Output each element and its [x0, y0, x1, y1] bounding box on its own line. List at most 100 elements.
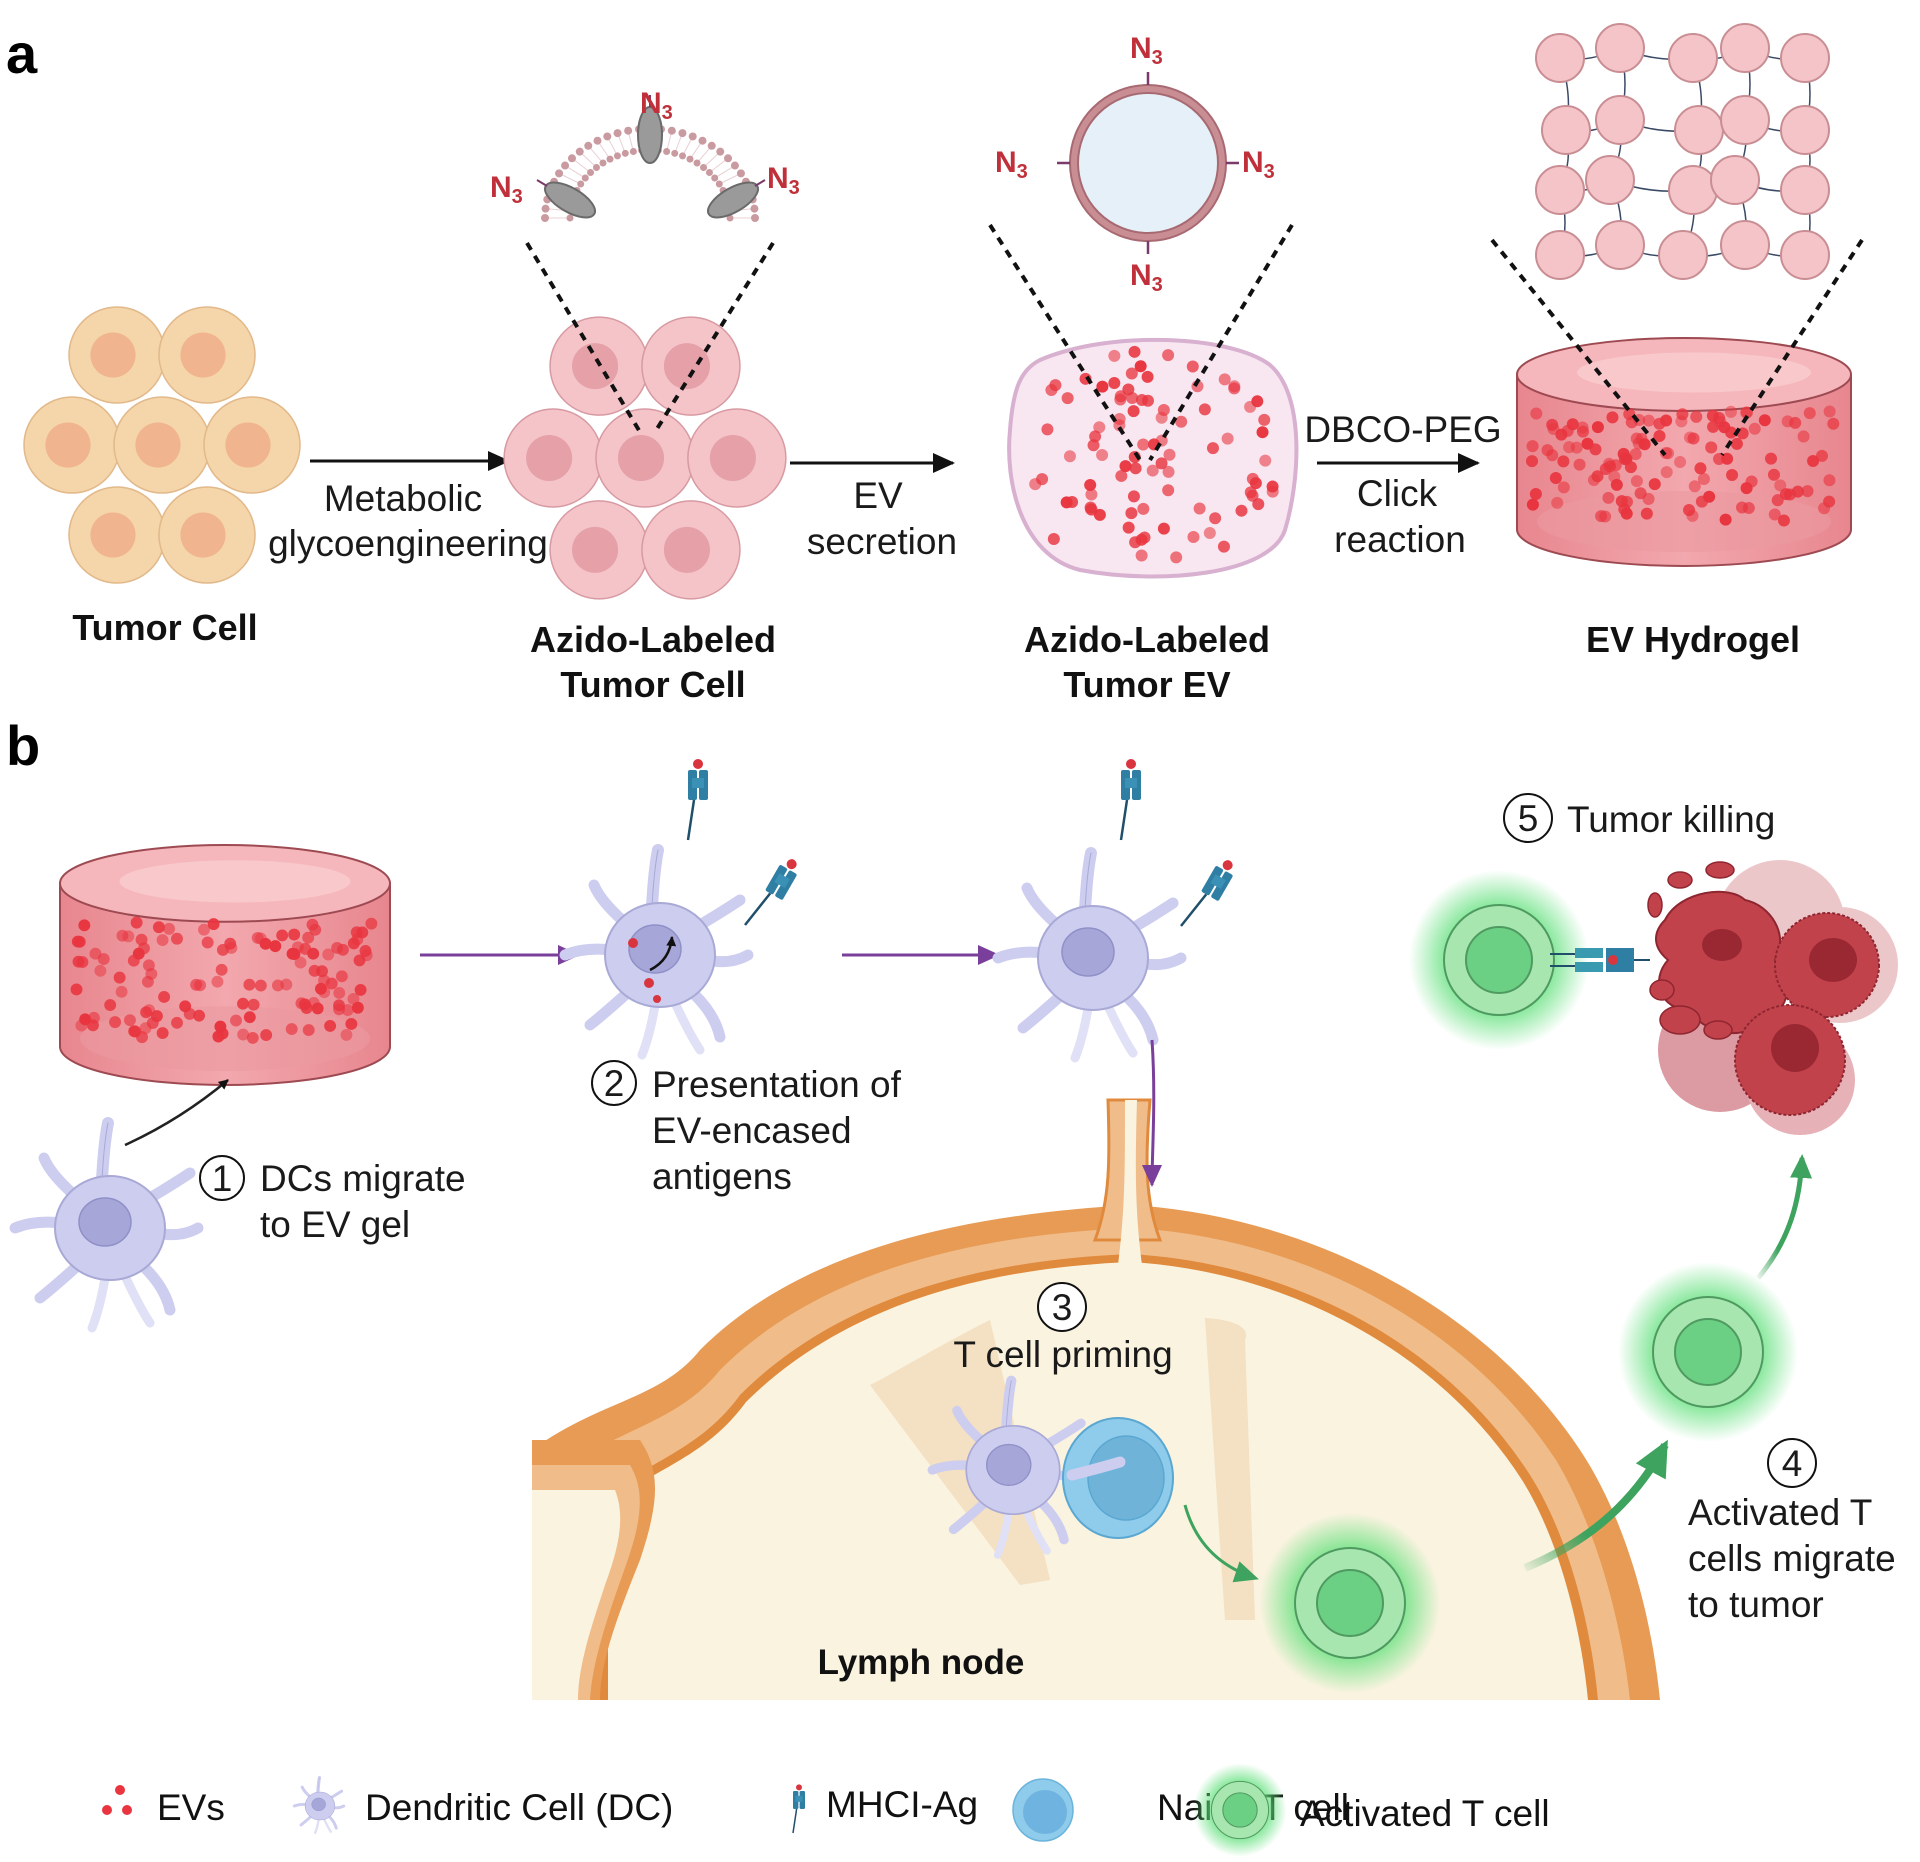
ev-particle [1036, 473, 1049, 486]
ev-particle [1608, 470, 1621, 483]
ev-particle [1049, 379, 1062, 392]
ev-particle [1781, 415, 1794, 428]
naive-t-cell-icon [1012, 1778, 1074, 1842]
ev-particle [1096, 380, 1109, 393]
ev-particle [1157, 522, 1170, 535]
ev-particle [1640, 507, 1653, 520]
ev-particle [1589, 443, 1602, 456]
ev-particle [1801, 485, 1814, 498]
arrow-t-cell-to-tumor [1756, 1154, 1813, 1280]
step-2-line-1: Presentation of [652, 1064, 902, 1105]
arrow-t-cell-exit [1523, 1439, 1669, 1572]
ev-particle [243, 1011, 256, 1024]
ev-particle [1129, 536, 1142, 549]
legend-label: EVs [157, 1787, 225, 1828]
ev-particle [1630, 475, 1643, 488]
step-3-badge: 3 [1037, 1282, 1087, 1332]
ev-particle [1137, 502, 1150, 515]
ev-particle [1119, 460, 1132, 473]
ev-particle [316, 965, 328, 978]
azide-label: N3 [1130, 259, 1163, 296]
ev-particle [1084, 501, 1097, 514]
ev-particle [1683, 504, 1696, 517]
ev-particle [354, 983, 367, 996]
ev-node [1535, 33, 1585, 83]
ev-node [1595, 23, 1645, 73]
ev-particle [1653, 429, 1666, 442]
ev-particle [347, 993, 360, 1005]
stage-label-tumor-cell: Tumor Cell [72, 607, 257, 648]
zoom-guide-line [988, 223, 1142, 462]
ev-particle [1724, 405, 1737, 418]
ev-particle [1695, 495, 1708, 508]
dendritic-cell-icon [15, 1123, 198, 1328]
ev-particle [1791, 485, 1804, 498]
ev-particle [285, 1023, 298, 1036]
ev-particle [142, 959, 155, 972]
ev-particle [1779, 488, 1792, 501]
ev-particle [237, 1028, 250, 1041]
ev-particle [75, 1019, 88, 1032]
ev-particle [1797, 430, 1810, 443]
ev-dots-icon [102, 1785, 132, 1815]
vesicle-zoom-icon: N3 N3 N3 N3 [995, 32, 1275, 296]
ev-particle [179, 1000, 192, 1013]
ev-particle [1127, 405, 1140, 418]
ev-particle [1244, 400, 1257, 413]
transition-3-line-2: reaction [1334, 519, 1466, 560]
ev-particle [1767, 468, 1780, 481]
ev-particle [1525, 455, 1539, 468]
ev-particle [359, 945, 372, 957]
step-4-badge: 4 [1767, 1438, 1817, 1488]
ev-particle [1089, 430, 1102, 443]
ev-particle [72, 955, 85, 968]
ev-particle [1162, 349, 1175, 362]
ev-particle [1221, 432, 1234, 445]
ev-particle [336, 943, 349, 956]
ev-particle [1823, 405, 1836, 418]
ev-particle [1748, 422, 1761, 435]
ev-particle [1676, 408, 1689, 421]
ev-particle [1807, 455, 1820, 468]
ev-particle [1041, 423, 1054, 436]
ev-node [1720, 23, 1770, 73]
ev-particle [1557, 455, 1570, 468]
ev-particle [276, 929, 289, 942]
ev-particle [190, 978, 203, 991]
ev-particle [1591, 421, 1604, 434]
ev-particle [1129, 462, 1142, 475]
ev-particle [345, 1018, 358, 1030]
ev-particle [1818, 502, 1831, 515]
stage-label-azido-cell-line-1: Azido-Labeled [530, 619, 776, 660]
ev-particle [1146, 464, 1159, 477]
cell [503, 408, 603, 508]
ev-particle [1546, 418, 1559, 431]
ev-node [1668, 33, 1718, 83]
cell [203, 396, 301, 494]
ev-particle [322, 948, 335, 961]
step-3-label: T cell priming [953, 1334, 1172, 1375]
cell [641, 500, 741, 600]
activated-t-cell-icon [1408, 869, 1590, 1051]
ev-particle [1122, 521, 1135, 534]
ev-particle [1615, 495, 1628, 508]
ev-particle [1108, 377, 1121, 390]
step-2-line-2: EV-encased [652, 1110, 852, 1151]
legend: EVs Dendritic Cell (DC) MHCI-Ag Naive T … [102, 1762, 1550, 1858]
ev-particle [1162, 465, 1175, 478]
ev-particle [1726, 468, 1739, 482]
ev-node [1658, 230, 1708, 280]
ev-particle [124, 1014, 136, 1027]
ev-particle [1648, 478, 1661, 491]
ev-particle [1198, 403, 1211, 416]
cell [158, 306, 256, 404]
tumor-cell-cluster-icon [23, 306, 301, 584]
ev-node [1780, 165, 1830, 215]
ev-particle [1549, 472, 1562, 485]
ev-particle [115, 985, 128, 998]
ev-particle [333, 999, 345, 1012]
ev-particle [1740, 482, 1753, 495]
cell [68, 486, 166, 584]
ev-particle [269, 940, 282, 953]
